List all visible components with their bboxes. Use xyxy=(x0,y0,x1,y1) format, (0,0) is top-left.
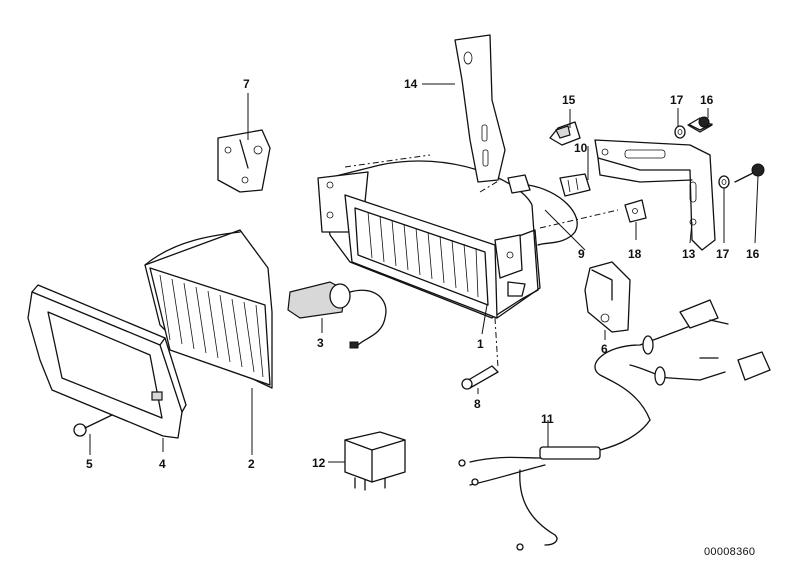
callout-labels: 7 14 15 10 17 16 9 18 13 17 16 1 6 3 8 1… xyxy=(86,77,760,471)
callout-15: 15 xyxy=(562,93,576,107)
part-7-bracket xyxy=(217,129,271,193)
callout-6: 6 xyxy=(601,342,608,356)
callout-2: 2 xyxy=(248,457,255,471)
callout-7: 7 xyxy=(243,77,250,91)
callout-16-upper: 16 xyxy=(700,93,714,107)
part-11-harness xyxy=(458,299,771,551)
part-17-washer-lower xyxy=(718,175,730,189)
part-1-housing xyxy=(317,160,541,369)
callout-1: 1 xyxy=(477,337,484,351)
part-5-screw xyxy=(73,414,113,437)
leader-lines xyxy=(89,83,759,463)
callout-4: 4 xyxy=(159,457,166,471)
part-10-clip xyxy=(559,173,591,197)
part-3-bulb xyxy=(287,281,387,349)
callout-17-upper: 17 xyxy=(670,93,684,107)
callout-8: 8 xyxy=(474,397,481,411)
callout-3: 3 xyxy=(317,336,324,350)
part-15-clip xyxy=(549,121,581,146)
part-8-screw xyxy=(461,365,499,390)
callout-16-lower: 16 xyxy=(746,247,760,261)
part-6-bracket xyxy=(584,261,631,333)
diagram-code: 00008360 xyxy=(704,546,755,558)
part-2-lens xyxy=(144,229,273,389)
part-4-frame xyxy=(27,284,187,439)
callout-10: 10 xyxy=(574,141,588,155)
callout-12: 12 xyxy=(312,456,326,470)
callout-5: 5 xyxy=(86,457,93,471)
part-18-clip xyxy=(624,199,647,223)
callout-13: 13 xyxy=(682,247,696,261)
callout-18: 18 xyxy=(628,247,642,261)
part-12-relay xyxy=(344,431,406,491)
callout-17-lower: 17 xyxy=(716,247,730,261)
part-16-bolt-upper xyxy=(687,116,713,133)
callout-11: 11 xyxy=(541,412,554,426)
part-14-strap xyxy=(454,34,506,183)
part-9-wire xyxy=(507,174,578,246)
part-16-bolt-lower xyxy=(734,163,765,183)
callout-14: 14 xyxy=(404,77,418,91)
part-17-washer-upper xyxy=(674,125,686,139)
part-13-bracket xyxy=(594,139,716,251)
callout-9: 9 xyxy=(578,247,585,261)
